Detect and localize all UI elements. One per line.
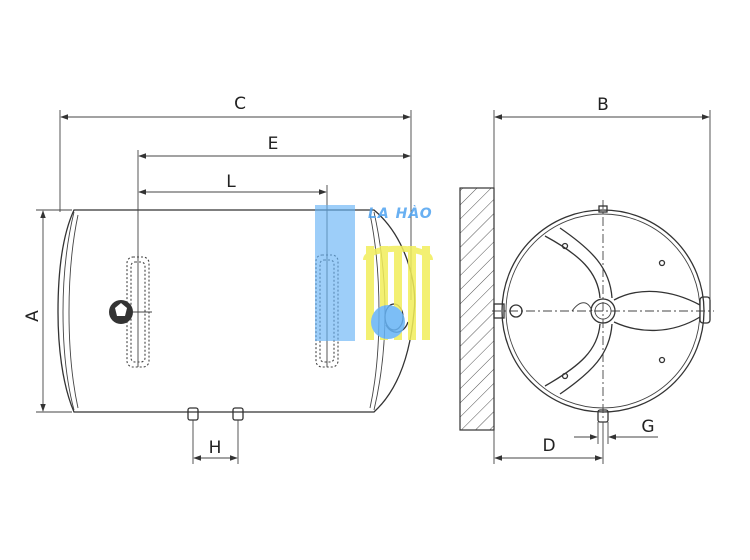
dimension-label-B: B <box>597 95 609 115</box>
left-end-cap-inner <box>68 214 79 409</box>
dimension-label-G: G <box>641 417 654 437</box>
dimension-E: E <box>137 134 411 257</box>
dimension-L: L <box>138 172 328 255</box>
wall-hatch <box>459 187 495 431</box>
bracket-arm-right <box>613 290 701 332</box>
front-view: C E L A H <box>23 94 416 464</box>
dimension-label-D: D <box>542 436 555 456</box>
dimension-H: H <box>192 420 239 464</box>
bracket-arm-top <box>544 227 613 299</box>
watermark-text: LA HÀO <box>368 205 433 222</box>
dimension-A: A <box>23 209 72 413</box>
dimension-label-A: A <box>23 310 43 322</box>
thermostat-dial-icon <box>109 300 152 324</box>
watermark-logo: LA HÀO <box>315 205 433 341</box>
bottom-pipe-connections <box>187 407 244 421</box>
dimension-B: B <box>493 95 711 300</box>
side-view: B D G <box>459 95 714 464</box>
dimension-C: C <box>59 94 412 300</box>
wall-mount-bolt <box>493 303 523 319</box>
bracket-arm-bottom <box>544 323 613 395</box>
dimension-label-E: E <box>268 134 279 154</box>
dimension-label-C: C <box>234 94 246 114</box>
side-fitting <box>699 296 711 324</box>
dimension-label-H: H <box>209 438 222 458</box>
left-end-cap <box>62 211 75 411</box>
center-flange <box>590 298 616 324</box>
dimension-D: D <box>493 422 604 464</box>
dimension-G: G <box>574 417 658 444</box>
dimension-label-L: L <box>226 172 236 192</box>
